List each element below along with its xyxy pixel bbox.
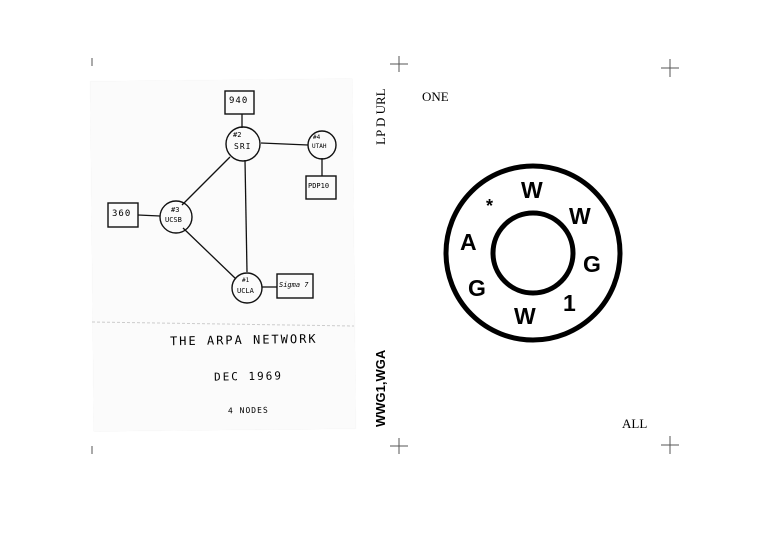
fold-line [91,321,355,327]
ring-star: * [486,196,494,216]
host-360-label: 360 [112,209,132,219]
host-sigma7-box [276,273,314,299]
host-pdp10-box [305,175,337,200]
top-word: ONE [422,89,449,104]
host-940-box [224,90,255,115]
node-utah-number: #4 [313,134,321,141]
ring-letter-w-top: W [521,177,543,203]
node-ucsb-label: UCSB [165,216,182,224]
link-sri-ucla [244,159,248,273]
ring-letter-g-right: G [583,251,601,277]
node-ucsb-circle [159,200,193,234]
host-sigma7-label: Sigma 7 [279,281,309,289]
node-ucla-number: #1 [242,277,250,284]
host-360-box [107,202,139,228]
node-utah-circle [307,130,337,160]
node-ucla-label: UCLA [237,287,254,295]
outer-ring [443,163,623,343]
node-sri-circle [225,126,261,162]
link-sri-ucsb [181,156,231,206]
bottom-word: ALL [622,416,648,431]
ring-letter-a: A [460,229,477,255]
node-ucla-circle [231,272,263,304]
node-utah-label: UTAH [312,143,327,150]
link-360-ucsb [137,214,161,217]
node-sri-number: #2 [233,131,242,139]
inner-ring [490,210,576,296]
node-sri-label: SRI [234,142,252,151]
ring-letter-w-bottom: W [514,303,536,329]
ring-letter-w-right: W [569,203,591,229]
host-pdp10-label: PDP10 [308,182,330,190]
host-940-label: 940 [229,96,249,106]
node-ucsb-number: #3 [171,206,180,214]
ring-letter-1: 1 [563,290,576,316]
link-ucsb-ucla [182,227,237,280]
link-sri-utah [260,142,309,146]
ring-letter-g-left: G [468,275,486,301]
